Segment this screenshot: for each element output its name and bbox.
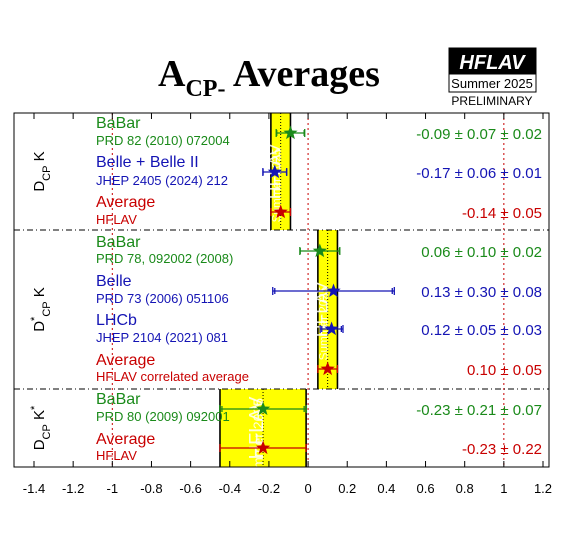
band-label-season: Summer 2025 <box>250 398 266 486</box>
band-label-season: Summer 2025 <box>318 286 331 360</box>
logo-status: PRELIMINARY <box>451 94 532 108</box>
group-label-main2: K <box>31 287 48 301</box>
reference-label: PRD 82 (2010) 072004 <box>96 133 230 148</box>
experiment-label: BaBar <box>96 391 141 408</box>
data-point <box>255 440 271 455</box>
experiment-label: Belle <box>96 273 132 290</box>
group-label-sup: * <box>29 316 41 321</box>
plot-frame <box>13 112 550 468</box>
result-value: -0.23 ± 0.21 ± 0.07 <box>416 402 542 419</box>
experiment-label: LHCb <box>96 312 137 329</box>
title-rest: Averages <box>225 53 379 95</box>
result-value: 0.12 ± 0.05 ± 0.03 <box>421 322 542 339</box>
x-tick-label: -1.4 <box>23 481 45 496</box>
title-sub: CP <box>185 76 217 102</box>
title-dash: - <box>217 76 225 102</box>
reference-label: JHEP 2405 (2024) 212 <box>96 173 228 188</box>
result-value: -0.23 ± 0.22 <box>462 441 542 458</box>
result-value: -0.14 ± 0.05 <box>462 205 542 222</box>
x-tick-label: 0.2 <box>338 481 356 496</box>
x-tick-label: -1 <box>107 481 119 496</box>
experiment-label: Average <box>96 352 155 369</box>
logo-text: HFLAV <box>459 52 526 74</box>
result-value: 0.13 ± 0.30 ± 0.08 <box>421 284 542 301</box>
group-label-main: D <box>31 181 48 192</box>
group-label-sub: CP <box>41 424 53 439</box>
data-point <box>267 164 282 179</box>
group-label-main: D <box>31 321 48 332</box>
group-label-main2: K <box>31 410 48 424</box>
reference-label: PRD 78, 092002 (2008) <box>96 251 233 266</box>
data-point <box>324 321 339 336</box>
reference-label: PRD 80 (2009) 092001 <box>96 409 230 424</box>
group-label-sub: CP <box>41 166 53 181</box>
experiment-label: BaBar <box>96 234 141 251</box>
reference-label: HFLAV <box>96 212 137 227</box>
x-axis: -1.4 -1.2 -1 -0.8 -0.6 -0.4 -0.2 0 0.2 0.4 0.6 0.8 1… <box>23 113 552 496</box>
x-tick-label: 1.2 <box>534 481 552 496</box>
band-label-season: Summer 2025 <box>271 148 284 222</box>
result-value: 0.06 ± 0.10 ± 0.02 <box>421 244 542 261</box>
hflav-logo: HFLAV Summer 2025 PRELIMINARY <box>448 47 537 108</box>
x-tick-label: -0.4 <box>219 481 241 496</box>
data-point <box>326 283 341 298</box>
data-point <box>273 204 288 219</box>
group-label-main: D <box>31 439 48 450</box>
band-label: HFLAV <box>312 282 332 338</box>
experiment-label: Average <box>96 431 155 448</box>
x-tick-label: 0.8 <box>456 481 474 496</box>
reference-label: HFLAV correlated average <box>96 369 249 384</box>
result-value: -0.09 ± 0.07 ± 0.02 <box>416 126 542 143</box>
data-point <box>312 243 327 258</box>
logo-season: Summer 2025 <box>451 76 533 91</box>
x-tick-label: 0 <box>304 481 311 496</box>
result-value: 0.10 ± 0.05 <box>467 362 542 379</box>
data-point <box>320 361 335 376</box>
experiment-label: Belle + Belle II <box>96 154 199 171</box>
reference-label: HFLAV <box>96 448 137 463</box>
x-tick-label: 0.6 <box>416 481 434 496</box>
group-label: DCP K <box>31 151 53 191</box>
group-label-sup2: * <box>29 405 41 410</box>
x-tick-label: -1.2 <box>62 481 84 496</box>
x-tick-label: -0.8 <box>140 481 162 496</box>
reference-label: JHEP 2104 (2021) 081 <box>96 330 228 345</box>
group-label-sub: CP <box>41 301 53 316</box>
x-tick-label: -0.6 <box>179 481 201 496</box>
x-tick-label: 0.4 <box>377 481 395 496</box>
experiment-label: Average <box>96 194 155 211</box>
group-label: D*CP K <box>29 287 53 332</box>
data-point <box>283 125 298 140</box>
title-main: A <box>158 53 186 95</box>
x-tick-label: 1 <box>500 481 507 496</box>
group-label-main2: K <box>31 151 48 165</box>
data-point <box>255 401 271 416</box>
chart-title: ACP- Averages <box>158 53 380 102</box>
group-label: DCP K* <box>29 405 53 450</box>
experiment-label: BaBar <box>96 115 141 132</box>
result-value: -0.17 ± 0.06 ± 0.01 <box>416 165 542 182</box>
x-tick-label: -0.2 <box>258 481 280 496</box>
reference-label: PRD 73 (2006) 051106 <box>96 291 229 306</box>
average-band <box>317 230 338 389</box>
